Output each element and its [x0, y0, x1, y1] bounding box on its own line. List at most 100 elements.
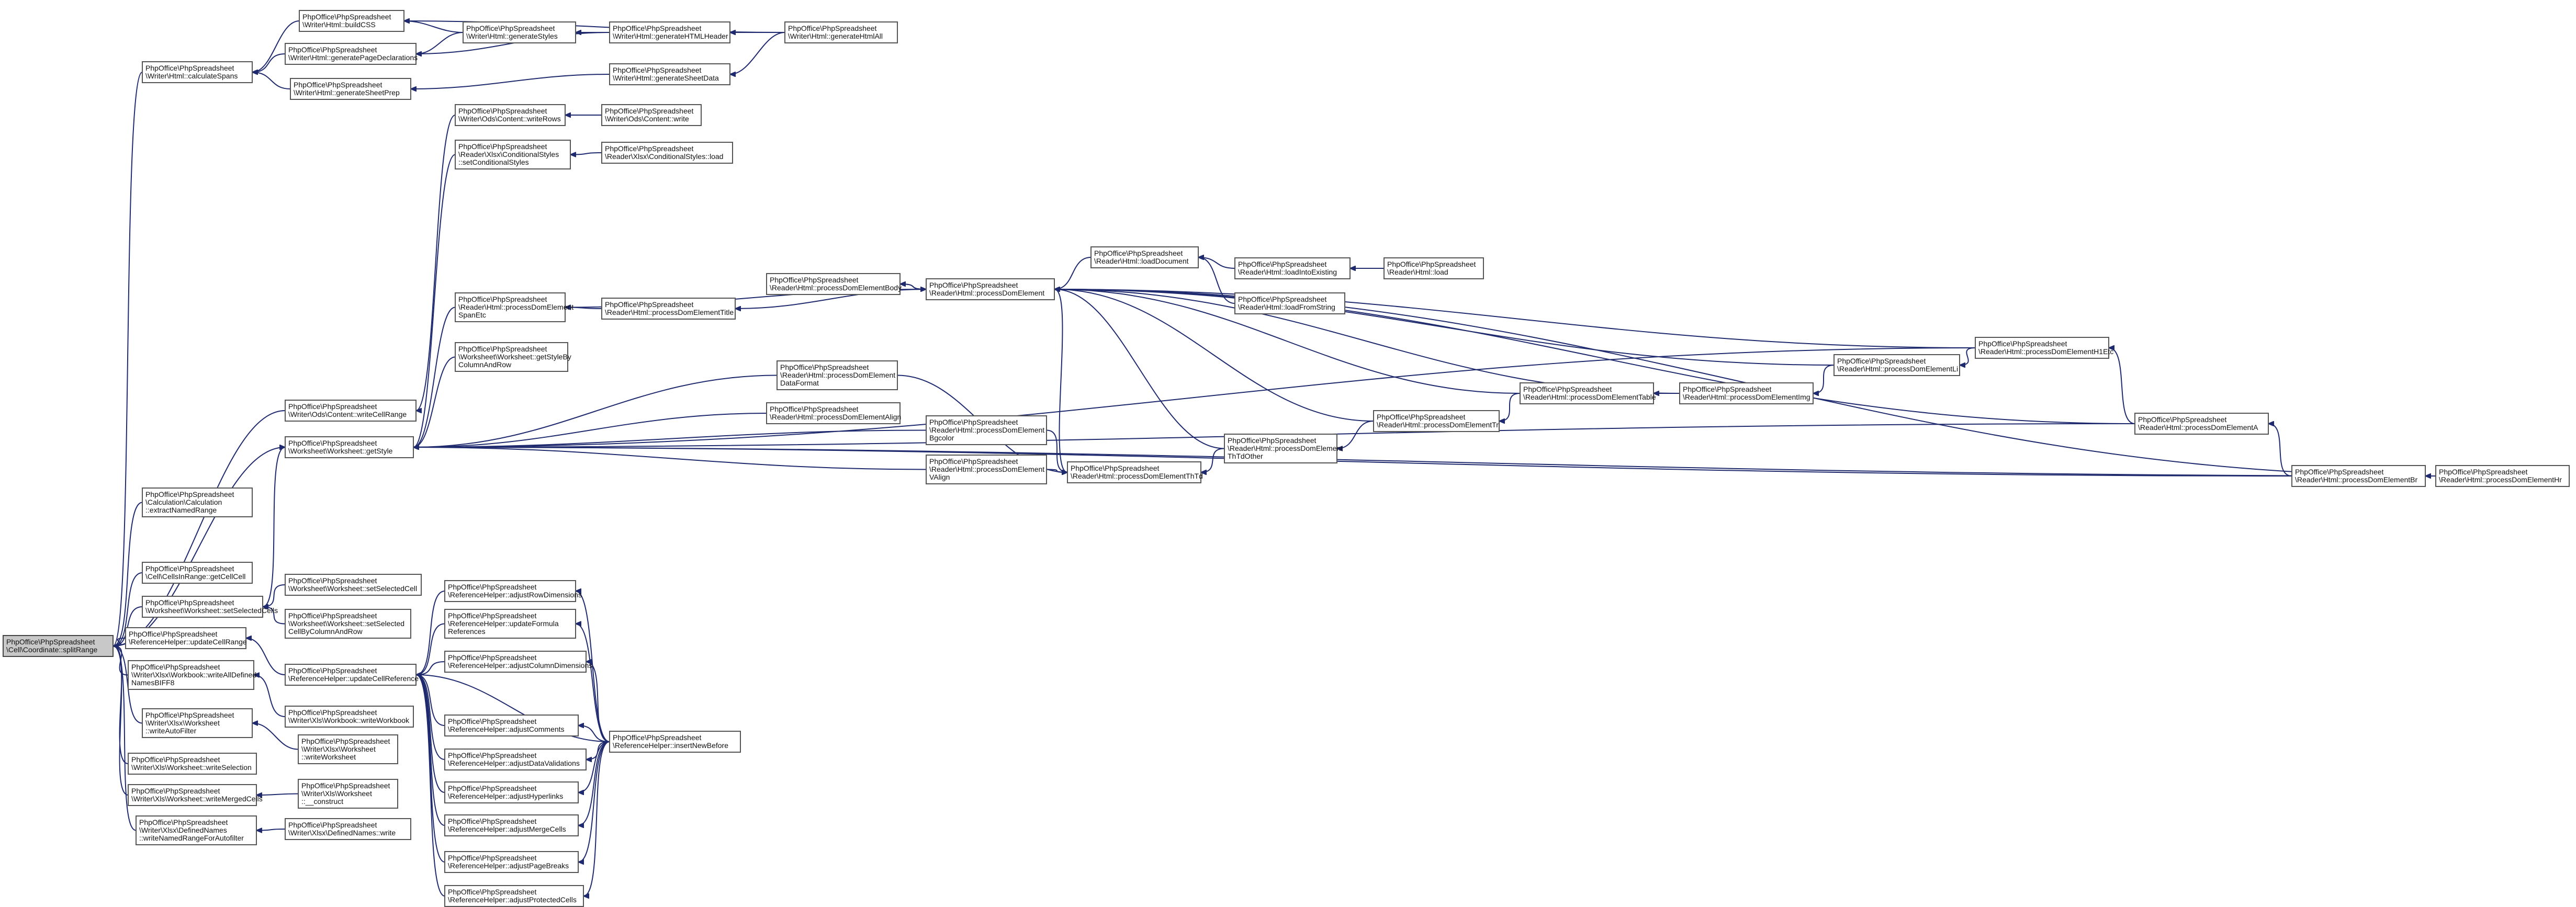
edge-thtdother-to-thtd	[1201, 448, 1225, 473]
node-updatecellrange[interactable]: PhpOffice\PhpSpreadsheet\ReferenceHelper…	[125, 627, 247, 649]
edge-setselectedcells-to-root	[113, 606, 143, 646]
node-xlsxsetcond[interactable]: PhpOffice\PhpSpreadsheet\Reader\Xlsx\Con…	[455, 140, 571, 169]
edge-getstylebycol-to-getstyle	[413, 356, 456, 448]
node-adjprotected[interactable]: PhpOffice\PhpSpreadsheet\ReferenceHelper…	[444, 885, 584, 907]
node-adjrowdim[interactable]: PhpOffice\PhpSpreadsheet\ReferenceHelper…	[444, 580, 582, 602]
node-odswritecellrange[interactable]: PhpOffice\PhpSpreadsheet\Writer\Ods\Cont…	[285, 400, 417, 422]
node-setselectedcells[interactable]: PhpOffice\PhpSpreadsheet\Worksheet\Works…	[142, 596, 278, 618]
node-label-line: PhpOffice\PhpSpreadsheet	[301, 781, 390, 790]
node-writeworkbook[interactable]: PhpOffice\PhpSpreadsheet\Writer\Xls\Work…	[285, 706, 414, 728]
node-setselectedbycol[interactable]: PhpOffice\PhpSpreadsheet\Worksheet\Works…	[285, 609, 411, 639]
node-domelement[interactable]: PhpOffice\PhpSpreadsheet\Reader\Html::pr…	[926, 278, 1055, 300]
node-genpagedecl[interactable]: PhpOffice\PhpSpreadsheet\Writer\Html::ge…	[285, 43, 418, 65]
node-adjhyperlinks[interactable]: PhpOffice\PhpSpreadsheet\ReferenceHelper…	[444, 781, 579, 803]
node-box	[3, 635, 114, 657]
node-label-line: \Reader\Html::processDomElementThTd	[1071, 472, 1203, 480]
node-valign[interactable]: PhpOffice\PhpSpreadsheet\Reader\Html::pr…	[926, 455, 1047, 484]
node-box	[455, 342, 568, 372]
node-h1etc[interactable]: PhpOffice\PhpSpreadsheet\Reader\Html::pr…	[1975, 337, 2113, 359]
node-label-line: \Reader\Html::processDomElement	[780, 371, 895, 379]
node-br[interactable]: PhpOffice\PhpSpreadsheet\Reader\Html::pr…	[2291, 465, 2426, 487]
node-label-line: PhpOffice\PhpSpreadsheet	[145, 64, 234, 72]
node-box	[136, 815, 257, 845]
node-genheader[interactable]: PhpOffice\PhpSpreadsheet\Writer\Html::ge…	[609, 21, 730, 43]
node-htmlload[interactable]: PhpOffice\PhpSpreadsheet\Reader\Html::lo…	[1383, 257, 1484, 279]
node-img[interactable]: PhpOffice\PhpSpreadsheet\Reader\Html::pr…	[1679, 382, 1814, 404]
node-genhtmlall[interactable]: PhpOffice\PhpSpreadsheet\Writer\Html::ge…	[784, 21, 898, 43]
node-writeautofilter[interactable]: PhpOffice\PhpSpreadsheet\Writer\Xlsx\Wor…	[142, 708, 253, 738]
node-box	[142, 61, 253, 83]
node-label-line: Bgcolor	[929, 434, 954, 442]
node-insertnewbefore[interactable]: PhpOffice\PhpSpreadsheet\ReferenceHelper…	[609, 731, 741, 753]
node-label-line: \Writer\Xlsx\Workbook::writeAllDefined	[131, 671, 256, 679]
edge-gensheetdata-to-gensheetprep	[411, 74, 610, 89]
node-writeselection[interactable]: PhpOffice\PhpSpreadsheet\Writer\Xls\Work…	[128, 753, 257, 775]
edge-dataformat-to-getstyle	[413, 375, 778, 448]
node-loadintoexisting[interactable]: PhpOffice\PhpSpreadsheet\Reader\Html::lo…	[1234, 257, 1351, 279]
node-thtd[interactable]: PhpOffice\PhpSpreadsheet\Reader\Html::pr…	[1067, 461, 1203, 483]
node-label-line: \Reader\Html::processDomElementTitle	[605, 308, 734, 316]
node-box	[455, 104, 566, 126]
node-li[interactable]: PhpOffice\PhpSpreadsheet\Reader\Html::pr…	[1833, 354, 1960, 376]
node-buildcss[interactable]: PhpOffice\PhpSpreadsheet\Writer\Html::bu…	[299, 10, 404, 32]
node-gensheetdata[interactable]: PhpOffice\PhpSpreadsheet\Writer\Html::ge…	[609, 63, 730, 85]
node-label-line: PhpOffice\PhpSpreadsheet	[770, 405, 859, 413]
node-extractnamed[interactable]: PhpOffice\PhpSpreadsheet\Calculation\Cal…	[142, 487, 253, 517]
node-bgcolor[interactable]: PhpOffice\PhpSpreadsheet\Reader\Html::pr…	[926, 415, 1047, 445]
node-label-line: \Writer\Xls\Workbook::writeWorkbook	[288, 716, 410, 724]
node-writenamedrange[interactable]: PhpOffice\PhpSpreadsheet\Writer\Xlsx\Def…	[136, 815, 257, 845]
node-box	[298, 734, 398, 764]
node-setselectedcell[interactable]: PhpOffice\PhpSpreadsheet\Worksheet\Works…	[285, 574, 422, 596]
node-box	[1520, 382, 1654, 404]
node-cellsinrange[interactable]: PhpOffice\PhpSpreadsheet\Cell\CellsInRan…	[142, 562, 253, 584]
node-writemergedcells[interactable]: PhpOffice\PhpSpreadsheet\Writer\Xls\Work…	[128, 784, 263, 806]
node-box	[784, 21, 898, 43]
node-spanetc[interactable]: PhpOffice\PhpSpreadsheet\Reader\Html::pr…	[455, 292, 573, 322]
edge-body-to-domelement	[899, 284, 926, 289]
node-box	[609, 21, 730, 43]
node-adjdataval[interactable]: PhpOffice\PhpSpreadsheet\ReferenceHelper…	[444, 749, 587, 770]
node-adjpagebreaks[interactable]: PhpOffice\PhpSpreadsheet\ReferenceHelper…	[444, 851, 579, 873]
node-xlsxwriteworksheet[interactable]: PhpOffice\PhpSpreadsheet\Writer\Xlsx\Wor…	[298, 734, 398, 764]
node-genstyles[interactable]: PhpOffice\PhpSpreadsheet\Writer\Html::ge…	[463, 21, 576, 43]
node-align[interactable]: PhpOffice\PhpSpreadsheet\Reader\Html::pr…	[766, 402, 901, 424]
edge-writeworkbook-to-writealldefined	[254, 675, 286, 717]
node-adjcoldim[interactable]: PhpOffice\PhpSpreadsheet\ReferenceHelper…	[444, 651, 592, 673]
node-table[interactable]: PhpOffice\PhpSpreadsheet\Reader\Html::pr…	[1520, 382, 1656, 404]
node-dataformat[interactable]: PhpOffice\PhpSpreadsheet\Reader\Html::pr…	[777, 360, 898, 390]
node-loadfromstring[interactable]: PhpOffice\PhpSpreadsheet\Reader\Html::lo…	[1234, 292, 1345, 314]
node-label-line: PhpOffice\PhpSpreadsheet	[302, 13, 391, 21]
node-odswriterows[interactable]: PhpOffice\PhpSpreadsheet\Writer\Ods\Cont…	[455, 104, 566, 126]
node-odswrite[interactable]: PhpOffice\PhpSpreadsheet\Writer\Ods\Cont…	[601, 104, 702, 126]
node-adjmerge[interactable]: PhpOffice\PhpSpreadsheet\ReferenceHelper…	[444, 814, 579, 836]
node-label-line: \Reader\Html::loadIntoExisting	[1238, 268, 1337, 276]
node-body[interactable]: PhpOffice\PhpSpreadsheet\Reader\Html::pr…	[766, 273, 902, 295]
node-hr[interactable]: PhpOffice\PhpSpreadsheet\Reader\Html::pr…	[2435, 465, 2570, 487]
node-label-line: \Writer\Xls\Worksheet::writeMergedCells	[131, 795, 263, 803]
node-getstylebycol[interactable]: PhpOffice\PhpSpreadsheet\Worksheet\Works…	[455, 342, 571, 372]
node-root[interactable]: PhpOffice\PhpSpreadsheet\Cell\Coordinate…	[3, 635, 114, 657]
node-loaddocument[interactable]: PhpOffice\PhpSpreadsheet\Reader\Html::lo…	[1090, 246, 1199, 268]
node-writealldefined[interactable]: PhpOffice\PhpSpreadsheet\Writer\Xlsx\Wor…	[128, 660, 256, 690]
node-label-line: \ReferenceHelper::adjustProtectedCells	[448, 895, 577, 904]
node-tr[interactable]: PhpOffice\PhpSpreadsheet\Reader\Html::pr…	[1373, 410, 1500, 432]
node-label-line: VAlign	[929, 473, 950, 481]
node-adjcomments[interactable]: PhpOffice\PhpSpreadsheet\ReferenceHelper…	[444, 715, 579, 736]
node-xlsconstruct[interactable]: PhpOffice\PhpSpreadsheet\Writer\Xls\Work…	[298, 779, 398, 809]
node-calcspans[interactable]: PhpOffice\PhpSpreadsheet\Writer\Html::ca…	[142, 61, 253, 83]
node-xlsxcondload[interactable]: PhpOffice\PhpSpreadsheet\Reader\Xlsx\Con…	[601, 142, 733, 164]
node-a[interactable]: PhpOffice\PhpSpreadsheet\Reader\Html::pr…	[2134, 413, 2269, 435]
node-label-line: PhpOffice\PhpSpreadsheet	[131, 787, 220, 795]
node-thtdother[interactable]: PhpOffice\PhpSpreadsheet\Reader\Html::pr…	[1224, 434, 1343, 463]
node-label-line: PhpOffice\PhpSpreadsheet	[448, 784, 537, 792]
node-updatecellref[interactable]: PhpOffice\PhpSpreadsheet\ReferenceHelper…	[285, 664, 419, 686]
node-title[interactable]: PhpOffice\PhpSpreadsheet\Reader\Html::pr…	[601, 298, 736, 320]
node-box	[1975, 337, 2109, 359]
node-getstyle[interactable]: PhpOffice\PhpSpreadsheet\Worksheet\Works…	[285, 436, 414, 458]
node-definednameswrite[interactable]: PhpOffice\PhpSpreadsheet\Writer\Xlsx\Def…	[285, 818, 411, 840]
node-label-line: ::writeWorksheet	[301, 753, 356, 761]
node-label-line: PhpOffice\PhpSpreadsheet	[613, 733, 702, 742]
node-gensheetprep[interactable]: PhpOffice\PhpSpreadsheet\Writer\Html::ge…	[290, 78, 411, 100]
node-label-line: PhpOffice\PhpSpreadsheet	[145, 564, 234, 573]
node-updateformula[interactable]: PhpOffice\PhpSpreadsheet\ReferenceHelper…	[444, 609, 576, 639]
